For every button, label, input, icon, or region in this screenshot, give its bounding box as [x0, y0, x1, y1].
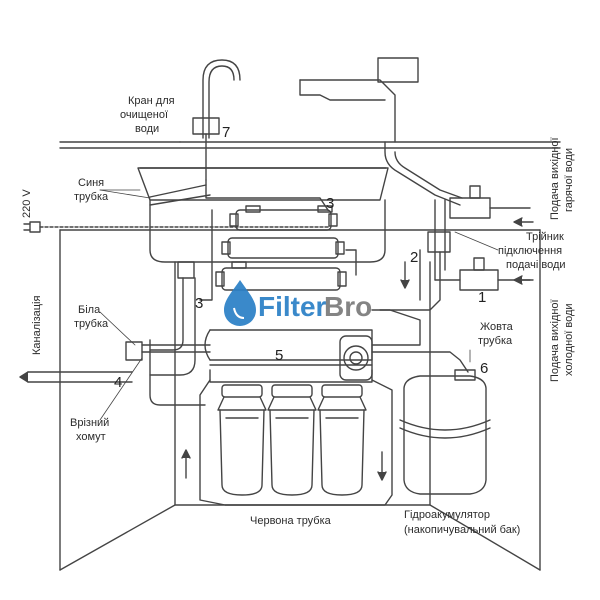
logo-text-filter: Filter: [258, 291, 327, 322]
red-tube: [199, 379, 393, 506]
blue-tube-label-2: трубка: [74, 191, 109, 203]
tee-label-3: подачі води: [506, 259, 566, 271]
pressure-tank: [399, 369, 491, 495]
yellow-tube-label-2: трубка: [478, 335, 513, 347]
flow-arrow-cold: [513, 275, 534, 285]
callout-5: 5: [275, 347, 283, 364]
flow-arrow-down-right: [377, 451, 387, 481]
callout-2: 2: [410, 249, 418, 266]
hot-water-valve: [449, 185, 531, 219]
filter-tubing-right: [345, 249, 357, 276]
filter-tubing: [199, 209, 213, 301]
accumulator-label-2: (накопичувальний бак): [404, 524, 520, 536]
flow-arrow-down-tee: [400, 261, 410, 289]
callout-7: 7: [222, 124, 230, 141]
plug-icon: [23, 221, 41, 233]
accumulator-label-1: Гідроакумулятор: [404, 509, 490, 521]
white-tube-label-2: трубка: [74, 318, 109, 330]
tee-label-1: Трійник: [526, 231, 564, 243]
kitchen-mixer-tap: [299, 57, 463, 206]
prefilter-housing-2: [267, 384, 317, 496]
faucet-label-3: води: [135, 123, 159, 135]
pump-bracket: [204, 329, 373, 383]
membrane-filter: [215, 261, 347, 291]
water-drop-icon: [224, 280, 256, 326]
flow-arrow-up: [181, 449, 191, 479]
logo-text-bro: Bro: [324, 291, 372, 322]
voltage-label: 220 V: [21, 189, 33, 218]
callout-1: 1: [478, 289, 486, 306]
callout-6: 6: [480, 360, 488, 377]
blue-tube: [149, 179, 329, 211]
hot-supply-label-2: гарячої води: [563, 148, 575, 212]
leader-lines: [99, 189, 499, 421]
white-tube: [141, 344, 211, 353]
faucet-label-1: Кран для: [128, 95, 175, 107]
yellow-tube: [371, 249, 469, 373]
flow-arrow-hot: [513, 217, 534, 227]
clamp-label-2: хомут: [76, 431, 106, 443]
countertop: [59, 141, 561, 149]
callout-4: 4: [114, 374, 122, 391]
cold-supply-label-2: холодної води: [563, 303, 575, 376]
cold-supply-label-1: Подача вихідної: [549, 299, 561, 382]
post-filter-1: [229, 205, 338, 231]
post-filter-2: [221, 237, 345, 259]
sink-drain-pipe: [19, 261, 206, 406]
clamp-label-1: Врізний: [70, 417, 109, 429]
purified-water-faucet: [192, 59, 241, 181]
filterbro-logo: Filter Bro: [224, 280, 372, 326]
tee-label-2: підключення: [498, 245, 562, 257]
prefilter-housing-3: [317, 384, 367, 496]
hot-supply-label-1: Подача вихідної: [549, 137, 561, 220]
red-tube-label: Червона трубка: [250, 515, 332, 527]
blue-tube-label-1: Синя: [78, 177, 104, 189]
yellow-tube-label-1: Жовта: [480, 321, 514, 333]
faucet-label-2: очищеної: [120, 109, 168, 121]
callout-3-top: 3: [326, 195, 334, 212]
prefilter-housing-1: [217, 384, 267, 496]
callout-3-left: 3: [195, 295, 203, 312]
white-tube-label-1: Біла: [78, 304, 101, 316]
sewer-label: Каналізація: [31, 296, 43, 355]
sink-basin: [137, 167, 389, 263]
